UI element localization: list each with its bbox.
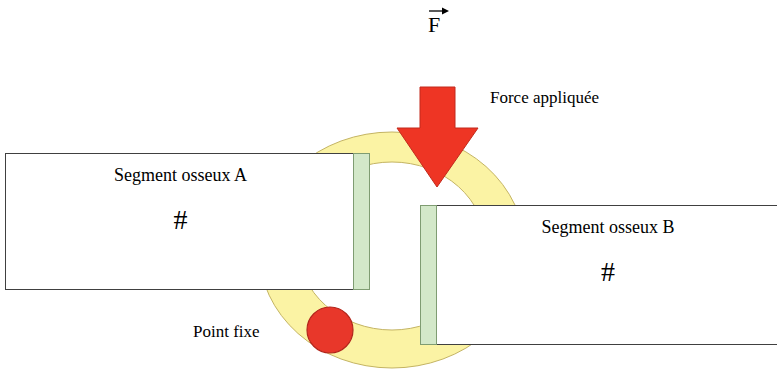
annotation: Point fixe <box>193 322 260 342</box>
fixed-point <box>307 307 353 353</box>
cartilage-bar <box>353 153 370 290</box>
annotation: Force appliquée <box>490 88 599 108</box>
cartilage-bar <box>420 205 437 345</box>
force-arrow <box>397 87 478 187</box>
segment-symbol: # <box>601 256 615 288</box>
bone-segment: Segment osseux B # <box>420 205 777 345</box>
force-symbol: F <box>428 12 440 38</box>
segment-name: Segment osseux B <box>542 217 675 238</box>
bone-segment: Segment osseux A # <box>5 153 370 290</box>
segment-name: Segment osseux A <box>114 165 247 186</box>
segment-symbol: # <box>174 204 188 236</box>
